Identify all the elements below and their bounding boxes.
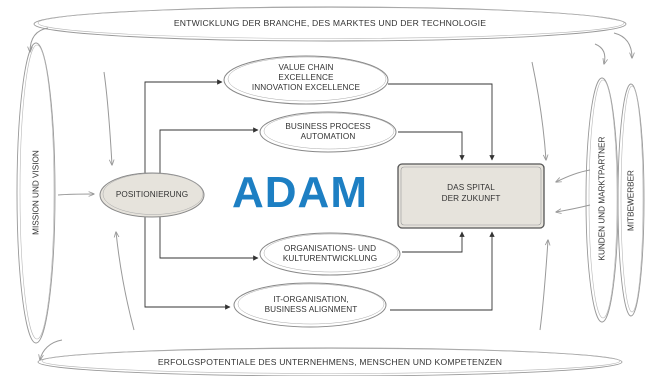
target-line-2: DER ZUKUNFT [441, 194, 501, 203]
adam-logo: ADAM [232, 171, 382, 215]
org-line-2: KULTURENTWICKLUNG [282, 254, 378, 263]
top-banner-ellipse [33, 6, 627, 42]
bpa-ellipse [259, 111, 397, 153]
value-chain-label: VALUE CHAIN EXCELLENCE INNOVATION EXCELL… [226, 63, 386, 93]
bpa-line-2: AUTOMATION [300, 132, 356, 141]
value-chain-line-3: INNOVATION EXCELLENCE [251, 83, 361, 92]
branch-lines [144, 79, 495, 311]
org-ellipse [259, 232, 401, 276]
right-pillar-2-text: MITBEWERBER [626, 170, 636, 231]
value-chain-ellipse [223, 55, 389, 105]
adam-logo-text: ADAM [232, 168, 368, 217]
left-pillar-text: MISSION UND VISION [31, 150, 41, 235]
right-pillar-ellipses [585, 77, 645, 323]
it-line-1: IT-ORGANISATION, [273, 295, 349, 304]
left-pillar-ellipse [16, 42, 56, 344]
positioning-label: POSITIONIERUNG [115, 190, 189, 199]
target-box [397, 163, 545, 229]
org-label: ORGANISATIONS- UND KULTURENTWICKLUNG [260, 244, 400, 264]
right-pillar-1-text: KUNDEN UND MARKTPARTNER [597, 136, 607, 261]
curved-connectors [30, 27, 632, 360]
positioning-ellipse [99, 172, 205, 218]
bottom-banner-text: ERFOLGSPOTENTIALE DES UNTERNEHMENS, MENS… [157, 357, 503, 367]
top-banner-text: ENTWICKLUNG DER BRANCHE, DES MARKTES UND… [173, 18, 487, 28]
it-ellipse [233, 282, 387, 328]
bpa-label: BUSINESS PROCESS AUTOMATION [258, 122, 398, 142]
it-label: IT-ORGANISATION, BUSINESS ALIGNMENT [238, 295, 384, 315]
target-label: DAS SPITAL DER ZUKUNFT [398, 182, 544, 204]
target-line-1: DAS SPITAL [447, 183, 495, 192]
org-line-1: ORGANISATIONS- UND [283, 244, 377, 253]
bpa-line-1: BUSINESS PROCESS [285, 122, 371, 131]
value-chain-line-1: VALUE CHAIN [278, 63, 334, 72]
it-line-2: BUSINESS ALIGNMENT [264, 305, 358, 314]
value-chain-line-2: EXCELLENCE [278, 73, 334, 82]
